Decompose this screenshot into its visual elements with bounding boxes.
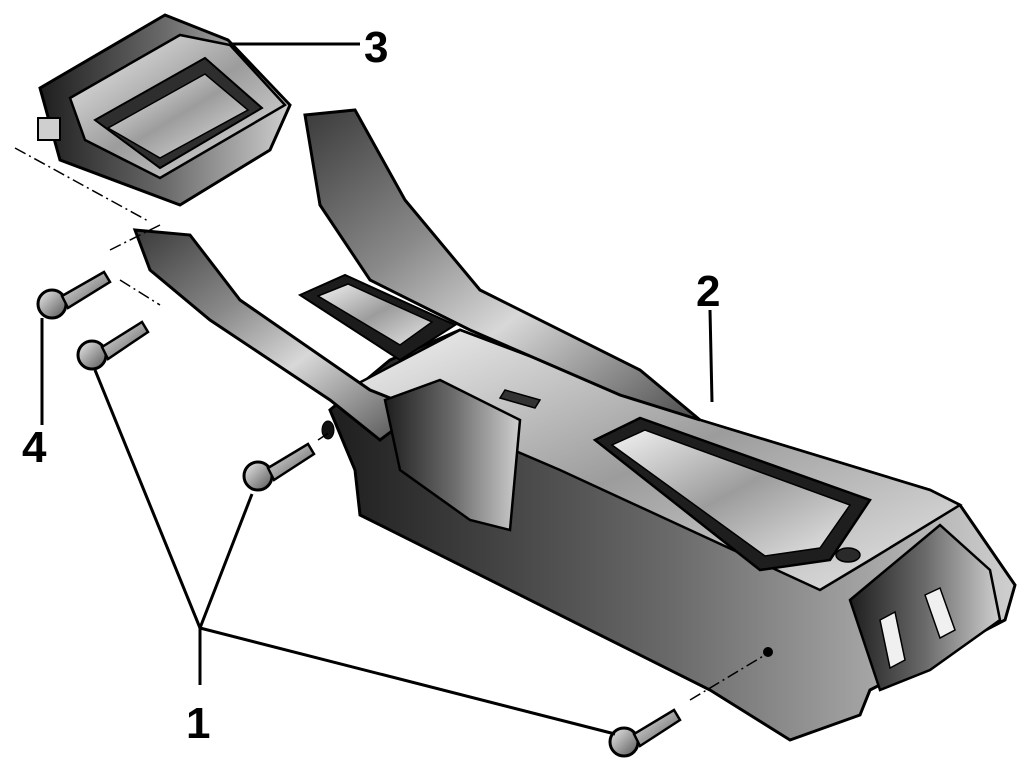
bolt-center xyxy=(242,442,316,492)
center-console-part xyxy=(132,108,1017,742)
armrest-cover-part xyxy=(37,13,292,207)
bolt-middle-left xyxy=(76,320,150,371)
callout-4: 4 xyxy=(22,423,47,472)
bolt-upper-left xyxy=(36,270,112,320)
callout-2: 2 xyxy=(696,267,720,316)
bolt-lower xyxy=(608,708,682,758)
alignment-lines xyxy=(14,147,766,701)
leader-lines xyxy=(40,42,714,736)
callout-1: 1 xyxy=(186,699,210,748)
callout-3: 3 xyxy=(364,23,388,72)
